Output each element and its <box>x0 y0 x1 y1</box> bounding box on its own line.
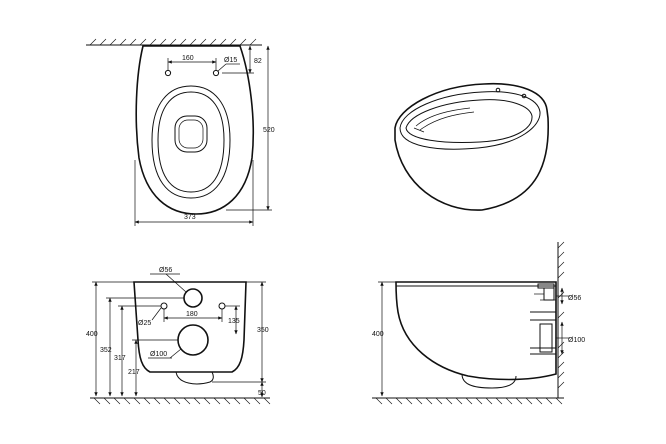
outlet-fitting-side <box>534 283 556 301</box>
drain-outline-top <box>174 115 208 153</box>
dim-label-520: 520 <box>263 127 275 134</box>
dim-label-373: 373 <box>184 214 196 221</box>
dim-label-352: 352 <box>100 347 112 354</box>
dim-label-inlet-dia-side: Ø100 <box>568 337 585 344</box>
dim-label-180: 180 <box>186 311 198 318</box>
dim-label-135: 135 <box>228 318 240 325</box>
dim-label-400-side: 400 <box>372 331 384 338</box>
bowl-body-3d <box>394 82 550 211</box>
floor-hatch-front <box>93 397 271 405</box>
dim-label-50: 50 <box>258 390 266 397</box>
top-view: 160 Ø15 82 520 373 <box>86 38 275 226</box>
bowl-rim-inner-top <box>157 91 225 193</box>
bowl-outline-front <box>133 281 247 373</box>
bolt-hole-left <box>160 302 168 310</box>
outlet-hole-front <box>183 288 203 308</box>
floor-hatch-side <box>375 397 563 405</box>
bowl-foot-side <box>461 373 517 389</box>
wall-hatch-top <box>89 38 257 46</box>
perspective-view <box>394 82 550 211</box>
dim-label-82: 82 <box>254 58 262 65</box>
bowl-outline-top <box>135 45 255 215</box>
seat-hole-right <box>212 69 220 77</box>
seat-hole-left <box>164 69 172 77</box>
drain-inner-top <box>178 119 204 149</box>
dim-label-160: 160 <box>182 55 194 62</box>
dim-label-inlet-dia: Ø100 <box>150 351 167 358</box>
inlet-hole-front <box>177 324 209 356</box>
inlet-fitting-side <box>530 311 556 355</box>
dim-label-bolt-dia: Ø25 <box>138 320 151 327</box>
bowl-body-side <box>395 281 557 381</box>
dim-label-350: 350 <box>257 327 269 334</box>
seat-hole-3d-right <box>521 93 527 99</box>
bolt-hole-right <box>218 302 226 310</box>
side-view: Ø56 Ø100 400 <box>372 241 585 405</box>
dim-label-outlet-dia-side: Ø56 <box>568 295 581 302</box>
dim-label-317: 317 <box>114 355 126 362</box>
front-view: Ø56 Ø25 180 135 Ø100 400 352 317 217 <box>86 267 271 405</box>
bowl-inner-3d <box>405 99 533 143</box>
dim-label-217: 217 <box>128 369 140 376</box>
dim-label-hole-dia: Ø15 <box>224 57 237 64</box>
bowl-rim-top <box>151 85 231 199</box>
dim-label-outlet-dia: Ø56 <box>159 267 172 274</box>
bowl-foot-front <box>175 371 214 385</box>
bowl-rim-3d <box>399 91 541 150</box>
dim-label-400-front: 400 <box>86 331 98 338</box>
seat-hole-3d-left <box>495 87 501 93</box>
wall-hatch-side <box>557 241 565 389</box>
